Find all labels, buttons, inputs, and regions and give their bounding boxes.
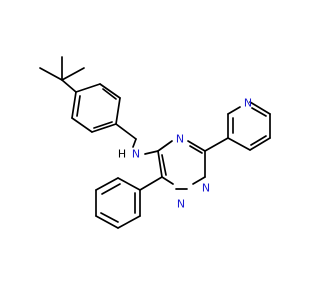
bond-double-inner	[76, 95, 81, 117]
triazine-n1-label: N	[177, 198, 185, 211]
bond	[157, 140, 173, 152]
bond	[157, 150, 163, 178]
amine-hydrogen-label: H	[118, 148, 126, 161]
bond	[39, 67, 63, 81]
pyridine-nitrogen-label: N	[244, 97, 252, 110]
bond	[99, 83, 121, 99]
triazine-ring	[157, 140, 206, 190]
bond	[192, 176, 206, 185]
tert-butyl-group	[39, 56, 85, 93]
bond	[61, 67, 85, 81]
bond	[139, 176, 163, 191]
bond	[249, 101, 271, 115]
bond	[249, 137, 271, 151]
bond	[204, 137, 229, 152]
bond	[187, 140, 206, 152]
bond	[71, 91, 77, 119]
phenyl-ring	[95, 176, 163, 229]
bond	[161, 176, 174, 185]
triazine-n4-label: N	[176, 133, 184, 146]
bond	[227, 137, 251, 151]
bond	[144, 150, 159, 155]
amine-nitrogen-label: N	[132, 148, 140, 161]
bond	[117, 177, 141, 191]
bond	[75, 83, 101, 93]
benzyl-ring	[71, 83, 121, 133]
bond	[61, 79, 77, 93]
bond-double-inner	[101, 183, 121, 195]
bond	[115, 97, 121, 125]
molecule-structure: H N N N N N	[0, 0, 300, 300]
bond-double-inner	[100, 212, 119, 223]
bond	[117, 215, 141, 229]
bond	[91, 123, 117, 133]
bond	[115, 123, 137, 140]
bond-double-inner	[250, 135, 267, 146]
bond	[132, 138, 137, 148]
bond	[227, 106, 241, 115]
bond	[95, 177, 119, 191]
bond-double-inner	[93, 121, 113, 129]
bond-double-inner	[161, 154, 167, 176]
bond-double-inner	[102, 88, 117, 100]
pyridyl-ring	[204, 101, 271, 152]
triazine-n2-label: N	[202, 182, 210, 195]
methylene-amine-link	[115, 123, 159, 155]
bond-double-inner	[251, 107, 267, 117]
bond	[71, 117, 93, 133]
bond	[95, 215, 119, 229]
background	[0, 0, 300, 300]
bond-double-inner	[189, 145, 203, 154]
